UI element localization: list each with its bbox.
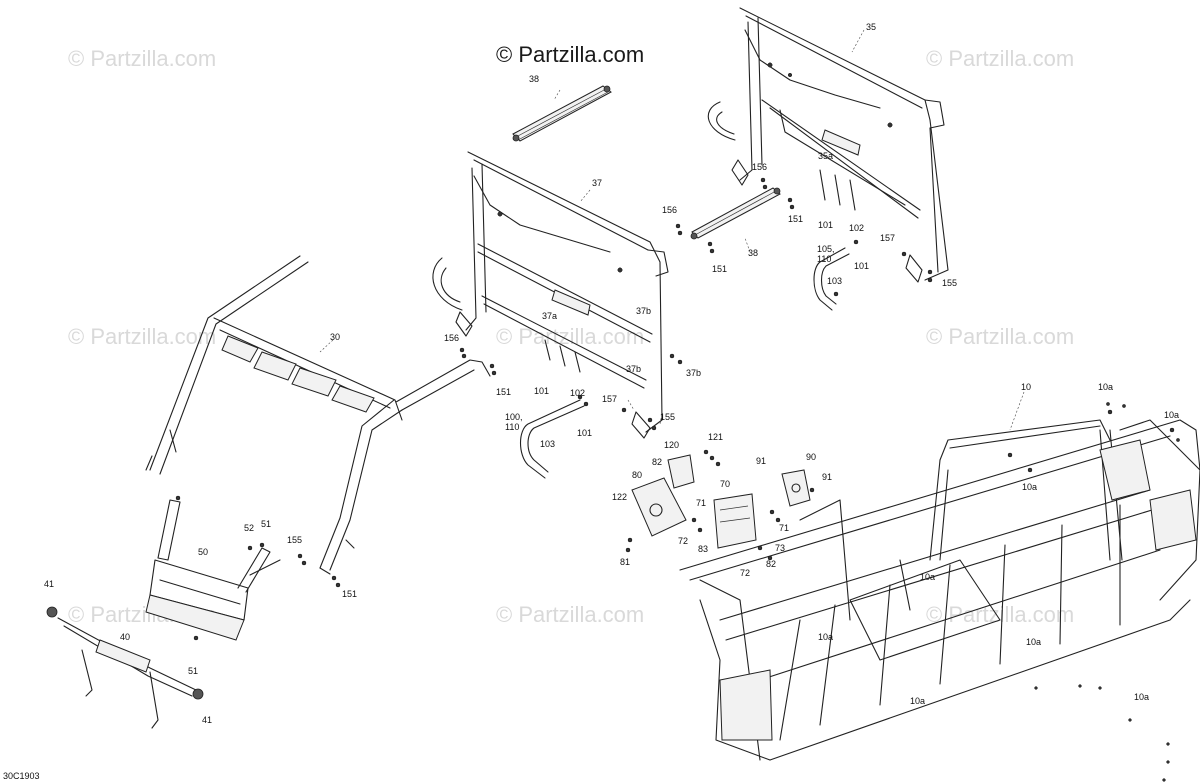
callout-38: 38: [748, 248, 758, 258]
callout-51: 51: [261, 519, 271, 529]
callout-100-110: 110: [505, 422, 519, 432]
callout-91: 91: [822, 472, 832, 482]
callout-151: 151: [496, 387, 511, 397]
callout-10a: 10a: [920, 572, 935, 582]
callout-156: 156: [752, 162, 767, 172]
callout-122: 122: [612, 492, 627, 502]
callout-70: 70: [720, 479, 730, 489]
callout-155: 155: [942, 278, 957, 288]
callout-10a: 10a: [818, 632, 833, 642]
leader-lines: [319, 29, 1025, 431]
part-37-front-roll-frame: [432, 151, 669, 439]
callout-51: 51: [188, 666, 198, 676]
watermark-faint: © Partzilla.com: [68, 46, 216, 71]
hardware-fasteners: [297, 177, 1180, 782]
callout-71: 71: [696, 498, 706, 508]
watermark-faint: © Partzilla.com: [926, 602, 1074, 627]
part-35-rear-roll-frame: [707, 7, 949, 283]
callout-41: 41: [44, 579, 54, 589]
part-50-bracket-assembly: [145, 495, 281, 641]
callout-72: 72: [740, 568, 750, 578]
callout-156: 156: [444, 333, 459, 343]
callout-103: 103: [540, 439, 555, 449]
callout-37b: 37b: [636, 306, 651, 316]
watermark-faint: © Partzilla.com: [926, 324, 1074, 349]
callout-10a: 10a: [910, 696, 925, 706]
callout-105-110: 105,: [817, 244, 835, 254]
part-40-tube-assembly: [46, 606, 204, 729]
callout-155: 155: [660, 412, 675, 422]
part-30-roof-frame: [145, 255, 491, 575]
callout-73: 73: [775, 543, 785, 553]
part-10-chassis-frame: [679, 409, 1200, 761]
callout-157: 157: [880, 233, 895, 243]
part-80-bracket: [631, 477, 687, 537]
callout-38: 38: [529, 74, 539, 84]
watermark-faint: © Partzilla.com: [926, 46, 1074, 71]
callout-35: 35: [866, 22, 876, 32]
callout-91: 91: [756, 456, 766, 466]
part-90-bracket: [781, 469, 811, 507]
callout-41: 41: [202, 715, 212, 725]
callout-102: 102: [570, 388, 585, 398]
callout-labels: 35 35a 38 37 38 156 151 156 151 101 102 …: [44, 22, 1179, 725]
callout-83: 83: [698, 544, 708, 554]
callout-103: 103: [827, 276, 842, 286]
diagram-reference-code: 30C1903: [3, 771, 40, 781]
callout-101: 101: [534, 386, 549, 396]
callout-101: 101: [854, 261, 869, 271]
callout-101: 101: [577, 428, 592, 438]
callout-81: 81: [620, 557, 630, 567]
callout-121: 121: [708, 432, 723, 442]
callout-82: 82: [652, 457, 662, 467]
callout-102: 102: [849, 223, 864, 233]
callout-52: 52: [244, 523, 254, 533]
part-38-upper-bar: [512, 85, 612, 142]
watermark-faint: © Partzilla.com: [496, 324, 644, 349]
callout-156: 156: [662, 205, 677, 215]
callout-37b: 37b: [686, 368, 701, 378]
watermark-main: © Partzilla.com: [496, 42, 644, 67]
part-103-grab-handle-lower: [519, 399, 585, 479]
callout-30: 30: [330, 332, 340, 342]
callout-10a: 10a: [1134, 692, 1149, 702]
watermark-faint: © Partzilla.com: [496, 602, 644, 627]
callout-10a: 10a: [1098, 382, 1113, 392]
callout-37a: 37a: [542, 311, 557, 321]
callout-82: 82: [766, 559, 776, 569]
callout-80: 80: [632, 470, 642, 480]
callout-100-110: 100,: [505, 412, 523, 422]
callout-72: 72: [678, 536, 688, 546]
callout-50: 50: [198, 547, 208, 557]
callout-10a: 10a: [1026, 637, 1041, 647]
callout-151: 151: [788, 214, 803, 224]
callout-71: 71: [779, 523, 789, 533]
callout-10a: 10a: [1164, 410, 1179, 420]
callout-155: 155: [287, 535, 302, 545]
callout-120: 120: [664, 440, 679, 450]
part-120-bracket: [667, 454, 695, 489]
callout-151: 151: [342, 589, 357, 599]
callout-157: 157: [602, 394, 617, 404]
callout-37b: 37b: [626, 364, 641, 374]
callout-35a: 35a: [818, 151, 833, 161]
part-103-grab-handle-upper: [813, 247, 850, 311]
callout-10: 10: [1021, 382, 1031, 392]
callout-101: 101: [818, 220, 833, 230]
callout-90: 90: [806, 452, 816, 462]
callout-151: 151: [712, 264, 727, 274]
callout-40: 40: [120, 632, 130, 642]
callout-105-110: 110: [817, 254, 831, 264]
callout-10a: 10a: [1022, 482, 1037, 492]
watermark-faint: © Partzilla.com: [68, 324, 216, 349]
part-38-mid-bar: [690, 187, 781, 240]
callout-37: 37: [592, 178, 602, 188]
part-70-plate: [713, 493, 757, 549]
